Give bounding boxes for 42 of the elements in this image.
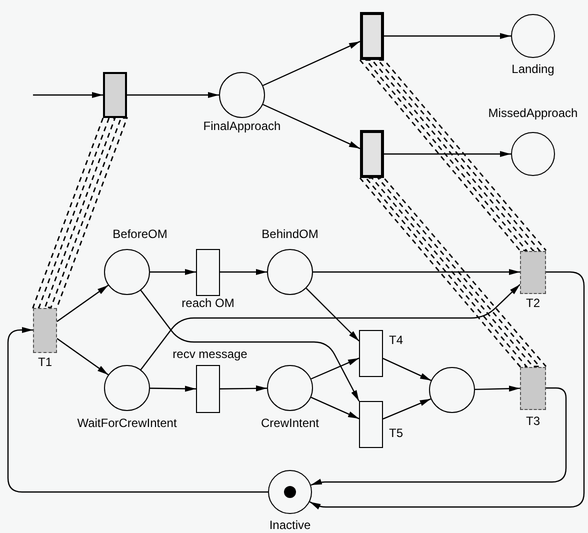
node-label: CrewIntent bbox=[260, 416, 320, 430]
arrow bbox=[382, 398, 432, 420]
arrow bbox=[306, 288, 360, 342]
dashed-link bbox=[359, 177, 547, 368]
arrow bbox=[382, 358, 432, 381]
arrow bbox=[220, 385, 267, 392]
dashed-link bbox=[359, 59, 547, 252]
node-label: T1 bbox=[38, 355, 52, 369]
arrow bbox=[33, 92, 103, 98]
node-label: T5 bbox=[389, 426, 404, 440]
dashed-link bbox=[32, 117, 128, 308]
node-label: Landing bbox=[512, 62, 554, 76]
node-label: Inactive bbox=[269, 518, 311, 532]
arrow bbox=[140, 284, 520, 370]
arrow bbox=[150, 386, 196, 392]
node-label: T4 bbox=[389, 333, 404, 347]
arrow bbox=[220, 269, 267, 275]
arrow bbox=[56, 338, 109, 376]
arrow bbox=[7, 327, 268, 493]
node-label: FinalApproach bbox=[203, 119, 281, 133]
node-label: recv message bbox=[172, 347, 248, 361]
arrow bbox=[310, 387, 567, 486]
arrow bbox=[384, 151, 511, 157]
arrow bbox=[140, 290, 360, 402]
arrow bbox=[150, 269, 196, 275]
node-label: BeforeOM bbox=[112, 227, 168, 241]
arrow bbox=[127, 92, 219, 98]
arrow bbox=[262, 40, 360, 86]
arrow bbox=[56, 284, 109, 322]
arrow bbox=[309, 271, 585, 510]
node-label: WaitForCrewIntent bbox=[77, 416, 177, 430]
arrow bbox=[310, 396, 360, 420]
arrow bbox=[384, 33, 511, 39]
node-label: BehindOM bbox=[262, 227, 318, 241]
node-label: T3 bbox=[526, 414, 540, 428]
node-label: reach OM bbox=[182, 296, 234, 310]
arrow bbox=[262, 104, 360, 150]
node-label: T2 bbox=[526, 296, 540, 310]
node-label: MissedApproach bbox=[488, 106, 578, 120]
arrow bbox=[313, 269, 520, 275]
arrow bbox=[474, 386, 520, 392]
arrow bbox=[310, 358, 360, 380]
